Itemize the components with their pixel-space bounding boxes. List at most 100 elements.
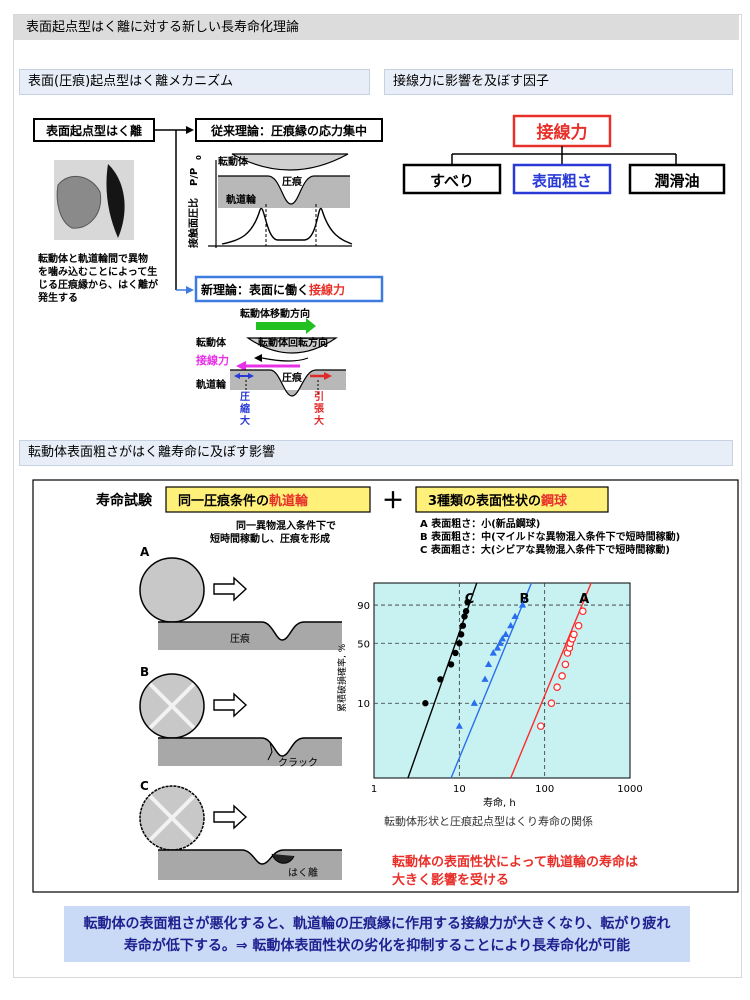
point-b-0 (455, 722, 463, 729)
panel-c-letter: C (140, 779, 149, 793)
section-heading-influence: 転動体表面粗さがはく離寿命に及ぼす影響 (19, 440, 733, 466)
compression-label-3: 大 (240, 414, 250, 427)
point-a-2 (553, 683, 561, 691)
point-c-3 (452, 649, 459, 657)
move-direction-label: 転動体移動方向 (240, 307, 310, 320)
compression-label-2: 縮 (240, 402, 250, 415)
raceway-condition-box (165, 486, 371, 513)
factor-slip-box (402, 163, 502, 195)
conclusion-line-1: 転動体の表面粗さが悪化すると、軌道輪の圧痕縁に作用する接線力が大きくなり、転がり… (83, 916, 671, 932)
y-tick-10: 10 (357, 699, 370, 710)
ball-type-c: C 表面粗さ：大(シビアな異物混入条件下で短時間稼動) (420, 543, 670, 556)
fit-line-b (450, 582, 533, 779)
series-label-c: C (465, 592, 475, 607)
x-tick-10: 10 (453, 784, 466, 795)
condition-line-2: 短時間稼動し、圧痕を形成 (210, 532, 330, 545)
point-c-9 (464, 598, 471, 606)
point-b-7 (498, 634, 507, 642)
section-heading-factors: 接線力に影響を及ぼす因子 (384, 69, 733, 95)
ball-panel-a: A 圧痕 (139, 545, 342, 650)
new-rolling-body-label: 転動体 (196, 336, 227, 349)
point-b-6 (496, 639, 504, 646)
factor-lubricant-box (628, 163, 726, 195)
conclusion-line-2: 寿命が低下する。⇒ 転動体表面性状の劣化を抑制することにより長寿命化が可能 (123, 938, 631, 954)
new-theory-diagram: 転動体移動方向 転動体 転動体回転方向 接線力 圧痕 軌道輪 圧 縮 大 引 張… (196, 307, 346, 427)
ball-panel-c: C はく離 (139, 779, 342, 880)
page-title: 表面起点型はく離に対する新しい長寿命化理論 (14, 15, 739, 40)
point-b-8 (502, 630, 510, 637)
point-a-0 (536, 722, 545, 730)
ball-type-a: A 表面粗さ：小(新品鋼球) (420, 517, 540, 530)
point-a-10 (574, 621, 583, 630)
tension-label-3: 大 (314, 414, 324, 427)
new-theory-box (194, 275, 384, 303)
ball-type-b: B 表面粗さ：中(マイルドな異物混入条件下で短時間稼動) (420, 530, 680, 543)
description-line-1: 転動体と軌道輪間で異物 (38, 252, 148, 265)
ball-condition-label: 3種類の表面性状の鋼球 (428, 493, 568, 509)
description-line-4: 発生する (37, 291, 78, 304)
point-c-8 (462, 608, 470, 615)
factor-roughness-box (512, 163, 612, 195)
ball-panel-b: B クラック (139, 665, 342, 769)
series-label-b: B (519, 592, 529, 607)
panel-b-letter: B (140, 665, 149, 679)
point-c-2 (447, 661, 455, 668)
fit-line-a (510, 582, 592, 779)
mechanism-diagram: 表面起点型はく離 従来理論：圧痕縁の応力集中 転動体と軌道輪間で異物 を噛み込む… (33, 114, 726, 427)
raceway-condition-label: 同一圧痕条件の軌道輪 (178, 493, 309, 509)
start-box-label: 表面起点型はく離 (45, 123, 142, 138)
point-b-3 (484, 660, 493, 668)
factor-lubricant-label: 潤滑油 (654, 172, 699, 190)
plus-sign: ＋ (382, 489, 404, 514)
description-line-3: じる圧痕縁から、はく離が (38, 278, 159, 291)
panel-a-letter: A (140, 545, 150, 559)
old-rolling-body-label: 転動体 (218, 155, 249, 168)
point-a-3 (558, 672, 566, 680)
point-c-0 (422, 700, 429, 707)
point-a-1 (547, 699, 556, 708)
series-label-a: A (579, 592, 589, 607)
panel-b-arrow (213, 692, 248, 718)
x-tick-1: 1 (371, 784, 377, 795)
point-b-10 (511, 612, 519, 620)
factor-root-label: 接線力 (537, 122, 588, 143)
life-test-title: 寿命試験 (96, 492, 153, 509)
section-heading-mechanism: 表面(圧痕)起点型はく離メカニズム (19, 69, 370, 95)
rotation-direction-label: 転動体回転方向 (258, 336, 328, 349)
compression-label-1: 圧 (240, 391, 250, 403)
new-rolling-body (246, 337, 338, 354)
factor-slip-label: すべり (430, 172, 474, 190)
panel-a-arrow (213, 576, 248, 602)
tangential-force-label: 接線力 (196, 353, 229, 367)
panel-b-label: クラック (278, 757, 318, 769)
point-b-5 (493, 644, 502, 651)
panel-c-label: はく離 (288, 866, 318, 879)
point-a-9 (570, 630, 578, 639)
old-theory-diagram: 転動体 圧痕 軌道輪 接触面圧比 P/P 0 (187, 153, 353, 248)
point-c-5 (457, 631, 465, 638)
factor-roughness-label: 表面粗さ (532, 172, 592, 190)
point-b-1 (470, 699, 478, 706)
pressure-ratio-label: P/P (189, 168, 200, 186)
old-indent-label: 圧痕 (282, 175, 303, 188)
point-c-1 (437, 676, 444, 683)
point-a-4 (561, 660, 570, 669)
point-c-4 (456, 640, 463, 647)
y-tick-90: 90 (357, 601, 370, 612)
point-c-7 (461, 613, 468, 620)
panel-c-arrow (213, 804, 248, 830)
chart-x-axis-label: 寿命, h (483, 796, 516, 809)
old-theory-box (195, 118, 383, 142)
point-b-2 (481, 675, 489, 682)
point-b-4 (489, 649, 497, 656)
new-raceway-label: 軌道輪 (196, 378, 227, 391)
point-b-9 (507, 621, 515, 629)
point-c-6 (459, 622, 467, 629)
y-tick-50: 50 (357, 639, 370, 650)
factor-root-box (512, 114, 612, 148)
ball-condition-box (415, 486, 609, 513)
panel-a-label: 圧痕 (230, 632, 250, 645)
point-a-11 (579, 607, 587, 616)
